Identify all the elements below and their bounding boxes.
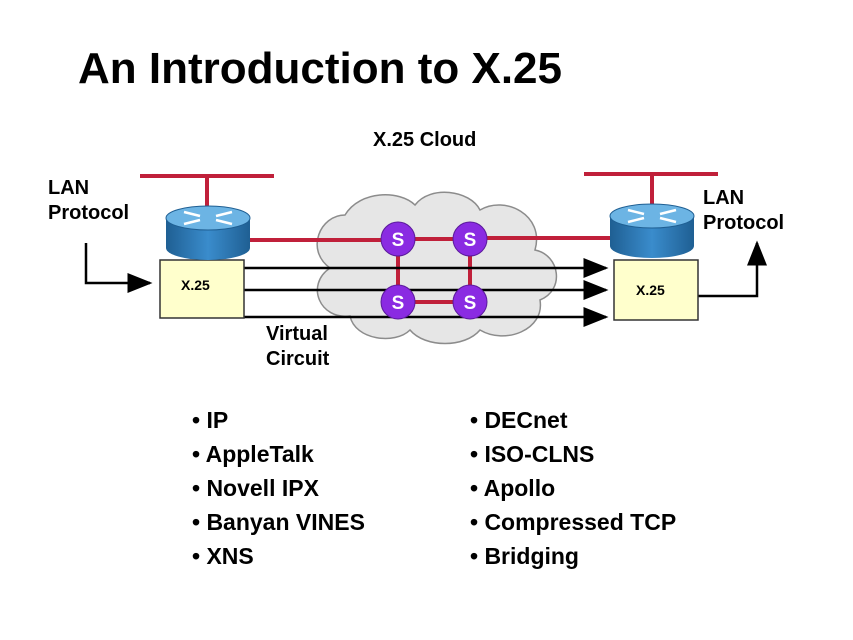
protocol-item: • Novell IPX — [192, 475, 319, 501]
protocol-item: • IP — [192, 407, 229, 433]
virtual-circuit-line1: Virtual — [266, 323, 328, 345]
left-lan-label-line1: LAN — [48, 177, 90, 199]
protocol-item: • ISO-CLNS — [470, 441, 595, 467]
right-router-icon — [609, 203, 695, 258]
protocol-item: • Banyan VINES — [192, 509, 365, 535]
switch-label: S — [464, 230, 477, 251]
right-protocol-arrow — [698, 240, 767, 298]
switch-label: S — [464, 293, 477, 314]
protocol-item: • Compressed TCP — [470, 509, 677, 535]
protocol-item: • Bridging — [470, 543, 579, 569]
protocol-item: • AppleTalk — [192, 441, 314, 467]
switch-top-right: S — [452, 221, 488, 257]
left-protocol-arrow — [84, 243, 153, 293]
protocol-item: • DECnet — [470, 407, 568, 433]
switch-bottom-right: S — [452, 284, 488, 320]
protocol-item: • Apollo — [470, 475, 556, 501]
left-x25-device-label: X.25 — [181, 277, 210, 293]
switch-label: S — [392, 230, 405, 251]
switch-bottom-left: S — [380, 284, 416, 320]
protocol-list-right: • DECnet • ISO-CLNS • Apollo • Compresse… — [470, 403, 676, 573]
right-lan-protocol-label: LAN Protocol — [703, 186, 784, 236]
virtual-circuit-label: Virtual Circuit — [266, 322, 329, 372]
right-x25-device-label: X.25 — [636, 282, 665, 298]
protocol-item: • XNS — [192, 543, 254, 569]
left-x25-device-box — [159, 259, 245, 319]
left-lan-protocol-label: LAN Protocol — [48, 176, 129, 226]
right-x25-device-box — [613, 259, 699, 321]
switch-top-left: S — [380, 221, 416, 257]
switch-label: S — [392, 293, 405, 314]
left-router-icon — [165, 205, 251, 260]
right-lan-label-line2: Protocol — [703, 212, 785, 234]
protocol-list-left: • IP • AppleTalk • Novell IPX • Banyan V… — [192, 403, 365, 573]
right-lan-label-line1: LAN — [703, 187, 745, 209]
page-title: An Introduction to X.25 — [78, 44, 562, 93]
virtual-circuit-line2: Circuit — [266, 348, 330, 370]
cloud-label: X.25 Cloud — [373, 129, 477, 151]
left-lan-label-line2: Protocol — [48, 202, 130, 224]
